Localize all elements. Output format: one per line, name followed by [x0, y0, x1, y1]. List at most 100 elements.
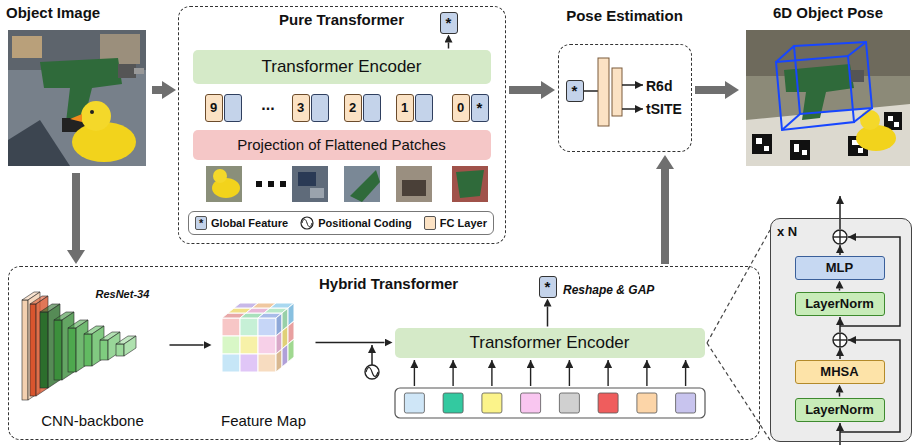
feature-token: *: [566, 80, 584, 102]
image-patches: [310, 188, 324, 198]
patch-token: 1: [396, 94, 434, 122]
legend-symbol: [302, 219, 312, 227]
zoom-leader: [707, 230, 770, 440]
encoder-layer-detail: [770, 218, 912, 442]
text-slot: tSITE: [646, 100, 682, 118]
encoder-layer-detail: [839, 230, 840, 244]
pose-photo: [776, 42, 872, 130]
text-slot: Hybrid Transformer: [319, 275, 458, 293]
flow-arrow: [695, 86, 725, 94]
encoder-layer-detail: [839, 333, 840, 347]
feature-cube: [222, 303, 294, 372]
text-slot: 6D Object Pose: [742, 4, 914, 22]
node-title: Hybrid Transformer: [319, 275, 458, 292]
pose-photo: [756, 138, 762, 144]
object-photo: [70, 114, 82, 122]
feature-cube: [258, 336, 276, 354]
object-photo: [8, 30, 146, 166]
pose-photo: [858, 148, 863, 153]
legend-item: Positional Coding: [300, 216, 412, 230]
legend-text: FC Layer: [440, 217, 487, 229]
position-number: 1: [396, 94, 414, 122]
feature-cube: [258, 354, 276, 372]
pose-photo: [802, 150, 807, 155]
object-photo: [81, 101, 111, 131]
encoder-layer-detail: [833, 230, 847, 347]
cnn-layers: [100, 340, 108, 360]
pose-photo: [746, 104, 910, 166]
embedding-row: [607, 360, 608, 386]
dashed-group: *Transformer Encoder93210*Projection of …: [178, 6, 506, 244]
output-label: R6d: [646, 78, 672, 94]
pose-photo: [894, 122, 899, 127]
embedding-row: [414, 360, 685, 386]
operation-label: Reshape & GAP: [563, 283, 654, 297]
feature-cube: [222, 318, 240, 336]
feature-map: Feature Map: [214, 300, 314, 436]
positional-coding-symbol: [365, 365, 379, 379]
encoder-layer: MLPLayerNormMHSALayerNormx N: [770, 218, 912, 442]
feature-cube: [276, 349, 282, 372]
text-slot: Reshape & GAP: [563, 280, 654, 298]
pose-photo: [746, 30, 910, 166]
pose-photo: [746, 30, 910, 166]
cnn-layers: [116, 336, 136, 356]
embedding-box: [415, 94, 433, 122]
feature-cube: [222, 354, 240, 372]
embedding-row: [395, 360, 705, 418]
legend-item: FC Layer: [424, 216, 487, 230]
box-label: MHSA: [820, 364, 858, 379]
data-arrow: [839, 393, 841, 397]
pose-photo: [782, 114, 800, 130]
embedding-row: [482, 393, 502, 413]
fc-layers: [622, 84, 643, 86]
pose-photo: [850, 70, 864, 82]
global-feature: *: [471, 94, 489, 122]
encoder-layer-detail: [839, 196, 841, 229]
attention-box: MHSA: [795, 360, 885, 384]
projection-block: Projection of Flattened Patches: [193, 130, 491, 160]
feature-cube: [240, 354, 258, 372]
text-slot: CNN-backbone: [18, 412, 168, 430]
node-title: x N: [777, 224, 797, 239]
cnn-layers: [22, 300, 28, 400]
pose-photo: [854, 108, 872, 122]
pose-photo: [776, 46, 794, 62]
feature-cube: [258, 318, 276, 336]
legend-text: Global Feature: [211, 217, 288, 229]
feature-cube: [222, 336, 240, 354]
cnn-backbone: ResNet-34CNN-backbone: [18, 284, 168, 436]
image-patches: [298, 172, 316, 186]
embedding-row: [646, 360, 647, 386]
embedding-row: [452, 360, 453, 386]
encoder-block: Transformer Encoder: [193, 50, 491, 84]
encoder-layer-detail: [839, 348, 841, 359]
data-arrow: [170, 344, 204, 346]
text-slot: ResNet-34: [96, 284, 150, 302]
encoder-layer-detail: [839, 245, 841, 255]
embedding-row: [685, 360, 686, 386]
image-patches: [280, 181, 286, 187]
pose-photo: [860, 110, 880, 130]
data-arrow: [547, 307, 549, 327]
positional-coding-symbol: [366, 368, 378, 377]
data-arrow: [316, 342, 385, 344]
pose-photo: [856, 125, 896, 151]
feature-token: *: [440, 12, 458, 34]
patch-token: 3: [292, 94, 330, 122]
encoder-layer-detail: [833, 230, 847, 347]
dashed-group: *Pose Estimation: [558, 44, 692, 152]
flow-arrow: [72, 173, 80, 250]
data-arrow: [448, 43, 450, 49]
image-patches: [256, 181, 262, 187]
object-photo: [90, 110, 94, 114]
feature-cube: [240, 336, 258, 354]
image-patches: [206, 166, 488, 202]
output-label: tSITE: [646, 101, 682, 117]
embedding-box: [363, 94, 381, 122]
legend: *Global FeaturePositional CodingFC Layer: [188, 211, 494, 235]
class-token: 0*: [452, 94, 490, 122]
cnn-layers: [22, 292, 136, 400]
embedding-row: [491, 360, 492, 386]
